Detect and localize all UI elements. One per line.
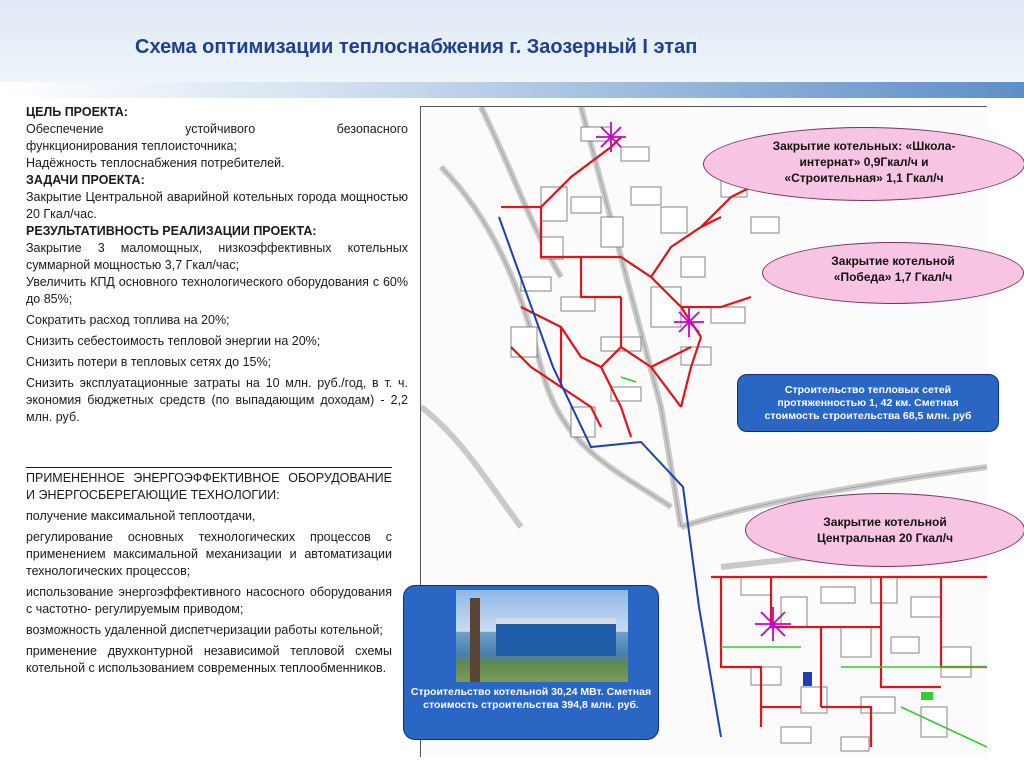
boiler-house-photo xyxy=(456,590,628,682)
page-title: Схема оптимизации теплоснабжения г. Заоз… xyxy=(135,36,698,58)
tasks-text: Закрытие Центральной аварийной котельных… xyxy=(26,190,408,221)
tech-item-5: применение двухконтурной независимой теп… xyxy=(26,644,392,675)
result-1: Закрытие 3 маломощных, низкоэффективных … xyxy=(26,241,408,272)
tech-item-1: получение максимальной теплоотдачи, xyxy=(26,509,256,523)
goal-line-1: Обеспечение устойчивого безопасного xyxy=(26,122,408,136)
callout-1-text: Закрытие котельных: «Школа-интернат» 0,9… xyxy=(772,139,956,185)
tech-item-2: регулирование основных технологических п… xyxy=(26,530,392,578)
callout-3-text: Строительство тепловых сетей протяженнос… xyxy=(764,384,972,422)
callout-close-pobeda: Закрытие котельной «Победа» 1,7 Гкал/ч xyxy=(762,242,1024,304)
photo-roof xyxy=(496,618,616,624)
goal-heading: ЦЕЛЬ ПРОЕКТА: xyxy=(26,105,128,119)
new-pipeline xyxy=(498,216,722,738)
callout-5-text: Строительство котельной 30,24 МВт. Сметн… xyxy=(410,686,652,711)
callout-new-boiler: Строительство котельной 30,24 МВт. Сметн… xyxy=(403,585,659,740)
goal-line-3: Надёжность теплоснабжения потребителей. xyxy=(26,156,285,170)
heat-network-red-lower xyxy=(711,575,987,747)
result-4: Снизить себестоимость тепловой энергии н… xyxy=(26,334,321,348)
heat-network-red xyxy=(501,136,752,438)
callout-2-text: Закрытие котельной «Победа» 1,7 Гкал/ч xyxy=(831,254,955,284)
buildings-upper xyxy=(510,126,780,438)
callout-heat-network-construction: Строительство тепловых сетей протяженнос… xyxy=(737,374,999,432)
map-drawing xyxy=(421,107,987,752)
project-description: ЦЕЛЬ ПРОЕКТА: Обеспечение устойчивого бе… xyxy=(26,104,408,426)
photo-building xyxy=(496,622,616,656)
photo-chimney xyxy=(470,598,480,682)
callout-close-central: Закрытие котельной Центральная 20 Гкал/ч xyxy=(745,493,1024,567)
green-lines xyxy=(620,376,987,748)
new-boiler-marker xyxy=(803,672,812,686)
goal-line-2: функционирования теплоисточника; xyxy=(26,139,237,153)
header-stripe xyxy=(0,82,1024,98)
technologies-section: ПРИМЕНЕННОЕ ЭНЕРГОЭФФЕКТИВНОЕ ОБОРУДОВАН… xyxy=(26,463,392,677)
result-2: Увеличить КПД основного технологического… xyxy=(26,275,408,306)
results-heading: РЕЗУЛЬТАТИВНОСТЬ РЕАЛИЗАЦИИ ПРОЕКТА: xyxy=(26,224,317,238)
result-5: Снизить потери в тепловых сетях до 15%; xyxy=(26,355,272,369)
tech-item-3: использование энергоэффективного насосно… xyxy=(26,585,392,616)
tech-item-4: возможность удаленной диспетчеризации ра… xyxy=(26,623,383,637)
buildings-lower xyxy=(740,576,972,752)
green-marker xyxy=(921,692,933,700)
tech-heading: ПРИМЕНЕННОЕ ЭНЕРГОЭФФЕКТИВНОЕ ОБОРУДОВАН… xyxy=(26,467,392,504)
callout-4-text: Закрытие котельной Центральная 20 Гкал/ч xyxy=(816,515,954,545)
result-3: Сократить расход топлива на 20%; xyxy=(26,313,230,327)
callout-close-two-boilers: Закрытие котельных: «Школа-интернат» 0,9… xyxy=(703,127,1024,201)
road-edges xyxy=(440,107,987,528)
result-6: Снизить эксплуатационные затраты на 10 м… xyxy=(26,376,408,424)
header-band: Схема оптимизации теплоснабжения г. Заоз… xyxy=(0,0,1024,98)
tasks-heading: ЗАДАЧИ ПРОЕКТА: xyxy=(26,173,145,187)
closed-boiler-markers xyxy=(596,122,791,641)
